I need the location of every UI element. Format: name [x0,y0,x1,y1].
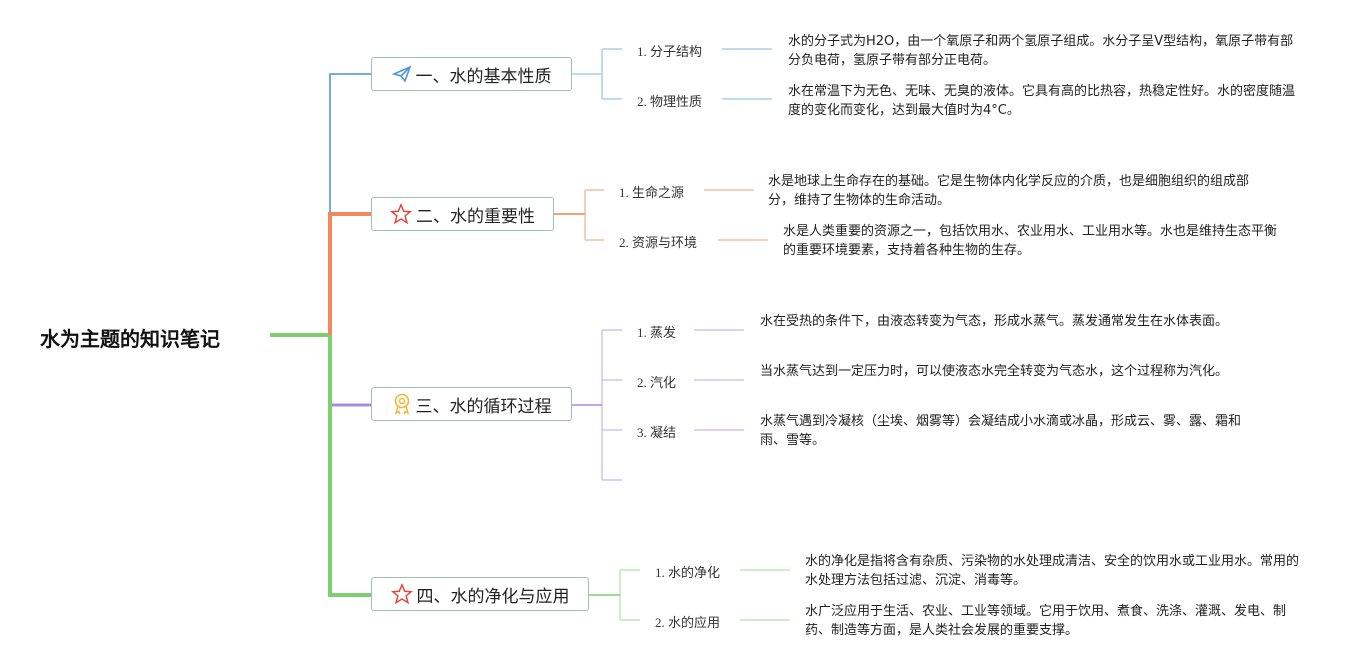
subtopic[interactable]: 1. 分子结构 [637,44,703,59]
subtopic[interactable]: 2. 水的应用 [655,615,721,630]
star-icon [390,583,413,605]
subtopic[interactable]: 1. 水的净化 [655,565,721,580]
subtopic[interactable]: 3. 凝结 [637,425,677,440]
subtopic[interactable]: 2. 资源与环境 [619,235,698,250]
subtopic[interactable]: 2. 汽化 [637,375,677,390]
subtopic-detail[interactable]: 水蒸气遇到冷凝核（尘埃、烟雾等）会凝结成小水滴或冰晶，形成云、雾、露、霜和雨、雪… [760,414,1242,448]
branch-title: 一、水的基本性质 [415,66,552,87]
branch-title: 四、水的净化与应用 [416,586,570,607]
subtopic-detail[interactable]: 水的分子式为H2O，由一个氧原子和两个氢原子组成。水分子呈V型结构，氧原子带有部… [788,34,1294,68]
subtopic-detail[interactable]: 水广泛应用于生活、农业、工业等领域。它用于饮用、煮食、洗涤、灌溉、发电、制药、制… [805,604,1287,638]
subtopic-detail[interactable]: 水是人类重要的资源之一，包括饮用水、农业用水、工业用水等。水也是维持生态平衡的重… [783,224,1278,258]
branch-water-cycle[interactable]: 三、水的循环过程 [371,387,572,421]
branch-purification[interactable]: 四、水的净化与应用 [371,577,589,611]
root-topic[interactable]: 水为主题的知识笔记 [40,327,220,351]
subtopic-detail[interactable]: 水的净化是指将含有杂质、污染物的水处理成清洁、安全的饮用水或工业用水。常用的水处… [805,554,1300,588]
subtopic-detail[interactable]: 水在常温下为无色、无味、无臭的液体。它具有高的比热容，热稳定性好。水的密度随温度… [788,84,1296,118]
subtopic[interactable]: 2. 物理性质 [637,94,703,109]
branch-basic-properties[interactable]: 一、水的基本性质 [371,57,572,91]
subtopic-detail[interactable]: 当水蒸气达到一定压力时，可以使液态水完全转变为气态水，这个过程称为汽化。 [760,364,1229,379]
star-icon [390,203,412,225]
subtopic[interactable]: 1. 蒸发 [637,325,677,340]
medal-icon [394,393,409,415]
branch-importance[interactable]: 二、水的重要性 [371,197,554,231]
subtopic-detail[interactable]: 水在受热的条件下，由液态转变为气态，形成水蒸气。蒸发通常发生在水体表面。 [760,314,1229,329]
subtopic[interactable]: 1. 生命之源 [619,185,685,200]
branch-title: 二、水的重要性 [416,206,535,227]
subtopic-detail[interactable]: 水是地球上生命存在的基础。它是生物体内化学反应的介质，也是细胞组织的组成部分，维… [768,174,1250,208]
branch-title: 三、水的循环过程 [415,396,552,417]
paper-plane-icon [391,65,411,83]
